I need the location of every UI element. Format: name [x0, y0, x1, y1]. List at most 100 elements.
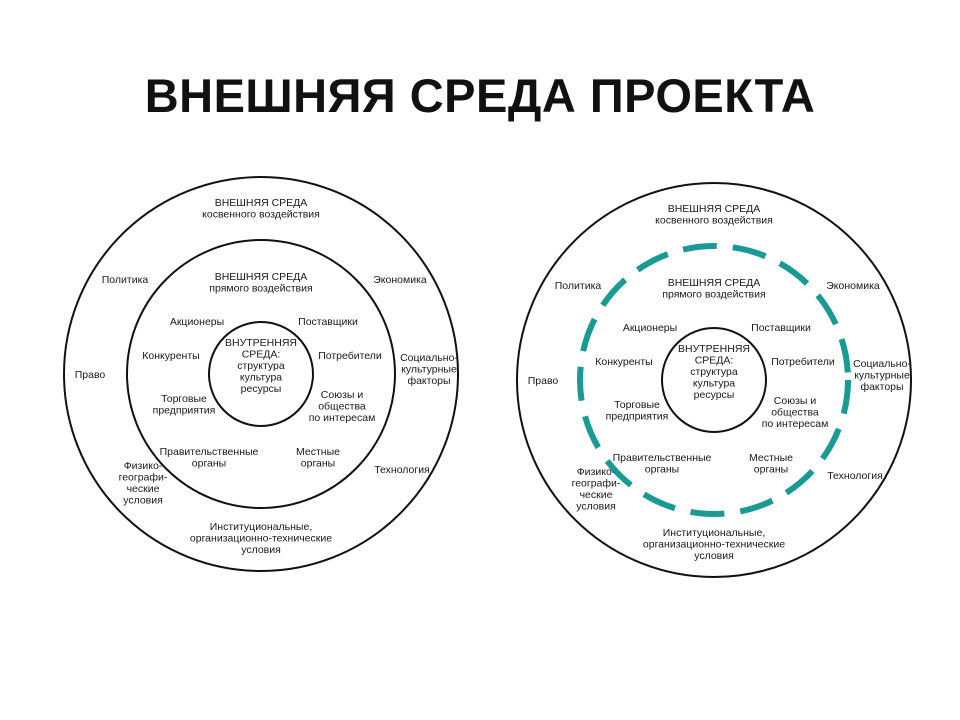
factor-law: Право	[75, 369, 106, 381]
slide-title: ВНЕШНЯЯ СРЕДА ПРОЕКТА	[144, 69, 816, 122]
factor-politics-line-1: Политика	[555, 280, 602, 292]
factor-suppliers-line-1: Поставщики	[298, 316, 358, 328]
factor-law-line-1: Право	[75, 369, 106, 381]
factor-trade-enterprises-line-2: предприятия	[153, 405, 216, 417]
factor-suppliers-line-1: Поставщики	[751, 322, 811, 334]
factor-shareholders: Акционеры	[170, 316, 224, 328]
factor-trade-enterprises-line-1: Торговые	[614, 399, 660, 411]
indirect-environment-label-line-1: ВНЕШНЯЯ СРЕДА	[668, 203, 761, 215]
indirect-environment-label-line-2: косвенного воздействия	[655, 215, 773, 227]
factor-politics-line-1: Политика	[102, 274, 149, 286]
factor-institutional: Институциональные,организационно-техниче…	[190, 521, 332, 556]
inner-circle	[208, 321, 314, 427]
factor-consumers-line-1: Потребители	[318, 350, 382, 362]
factor-institutional-line-3: условия	[241, 544, 281, 556]
factor-trade-enterprises-line-1: Торговые	[161, 393, 207, 405]
factor-local-bodies-line-2: органы	[754, 464, 788, 476]
factor-unions-societies-line-1: Союзы и	[774, 395, 817, 407]
factor-sociocultural-line-2: культурные	[401, 364, 457, 376]
factor-law-line-1: Право	[528, 375, 559, 387]
internal-environment-label-line-1: ВНУТРЕННЯЯ	[225, 337, 297, 349]
factor-politics: Политика	[555, 280, 602, 292]
factor-sociocultural-line-3: факторы	[407, 375, 450, 387]
internal-environment-label-line-3: структура	[237, 360, 285, 372]
internal-environment-label-line-4: культура	[240, 372, 282, 384]
factor-consumers-line-1: Потребители	[771, 356, 835, 368]
factor-economics-line-1: Экономика	[373, 274, 427, 286]
factor-suppliers: Поставщики	[298, 316, 358, 328]
direct-environment-label-line-1: ВНЕШНЯЯ СРЕДА	[215, 271, 308, 283]
factor-physical-geographic-line-2: географи-	[119, 472, 168, 484]
factor-technology-line-1: Технология	[374, 464, 430, 476]
factor-physical-geographic-line-4: условия	[576, 501, 616, 513]
factor-government-bodies-line-1: Правительственные	[613, 452, 712, 464]
factor-unions-societies-line-2: общества	[318, 401, 366, 413]
factor-law: Право	[528, 375, 559, 387]
factor-unions-societies-line-3: по интересам	[762, 418, 829, 430]
factor-competitors: Конкуренты	[142, 350, 199, 362]
factor-unions-societies-line-3: по интересам	[309, 412, 376, 424]
factor-sociocultural-line-2: культурные	[854, 370, 910, 382]
factor-technology: Технология	[374, 464, 430, 476]
outer-circle	[63, 176, 459, 572]
factor-competitors-line-1: Конкуренты	[142, 350, 199, 362]
factor-government-bodies-line-1: Правительственные	[160, 446, 259, 458]
factor-physical-geographic-line-1: Физико-	[577, 466, 616, 478]
factor-government-bodies-line-2: органы	[192, 458, 226, 470]
internal-environment-label-line-2: СРЕДА:	[695, 355, 734, 367]
factor-economics: Экономика	[826, 280, 880, 292]
factor-physical-geographic-line-3: ческие	[127, 483, 160, 495]
factor-politics: Политика	[102, 274, 149, 286]
internal-environment-label-line-4: культура	[693, 378, 735, 390]
indirect-environment-label-line-2: косвенного воздействия	[202, 209, 320, 221]
direct-environment-label-line-2: прямого воздействия	[209, 283, 312, 295]
factor-physical-geographic-line-1: Физико-	[124, 460, 163, 472]
factor-institutional-line-1: Институциональные,	[663, 527, 766, 539]
factor-government-bodies-line-2: органы	[645, 464, 679, 476]
factor-institutional-line-3: условия	[694, 550, 734, 562]
factor-shareholders-line-1: Акционеры	[623, 322, 677, 334]
factor-sociocultural-line-1: Социально-	[400, 352, 458, 364]
factor-economics: Экономика	[373, 274, 427, 286]
factor-sociocultural-line-3: факторы	[860, 381, 903, 393]
factor-technology: Технология	[827, 470, 883, 482]
factor-consumers: Потребители	[318, 350, 382, 362]
factor-institutional: Институциональные,организационно-техниче…	[643, 527, 785, 562]
factor-technology-line-1: Технология	[827, 470, 883, 482]
factor-institutional-line-2: организационно-технические	[190, 533, 332, 545]
factor-unions-societies-line-2: общества	[771, 407, 819, 419]
direct-environment-label-line-1: ВНЕШНЯЯ СРЕДА	[668, 277, 761, 289]
factor-competitors-line-1: Конкуренты	[595, 356, 652, 368]
factor-institutional-line-2: организационно-технические	[643, 539, 785, 551]
factor-physical-geographic-line-4: условия	[123, 495, 163, 507]
factor-shareholders-line-1: Акционеры	[170, 316, 224, 328]
indirect-environment-label-line-1: ВНЕШНЯЯ СРЕДА	[215, 197, 308, 209]
factor-competitors: Конкуренты	[595, 356, 652, 368]
factor-suppliers: Поставщики	[751, 322, 811, 334]
factor-trade-enterprises-line-2: предприятия	[606, 411, 669, 423]
outer-circle	[516, 182, 912, 578]
internal-environment-label-line-3: структура	[690, 366, 738, 378]
factor-institutional-line-1: Институциональные,	[210, 521, 313, 533]
middle-circle	[577, 243, 851, 517]
